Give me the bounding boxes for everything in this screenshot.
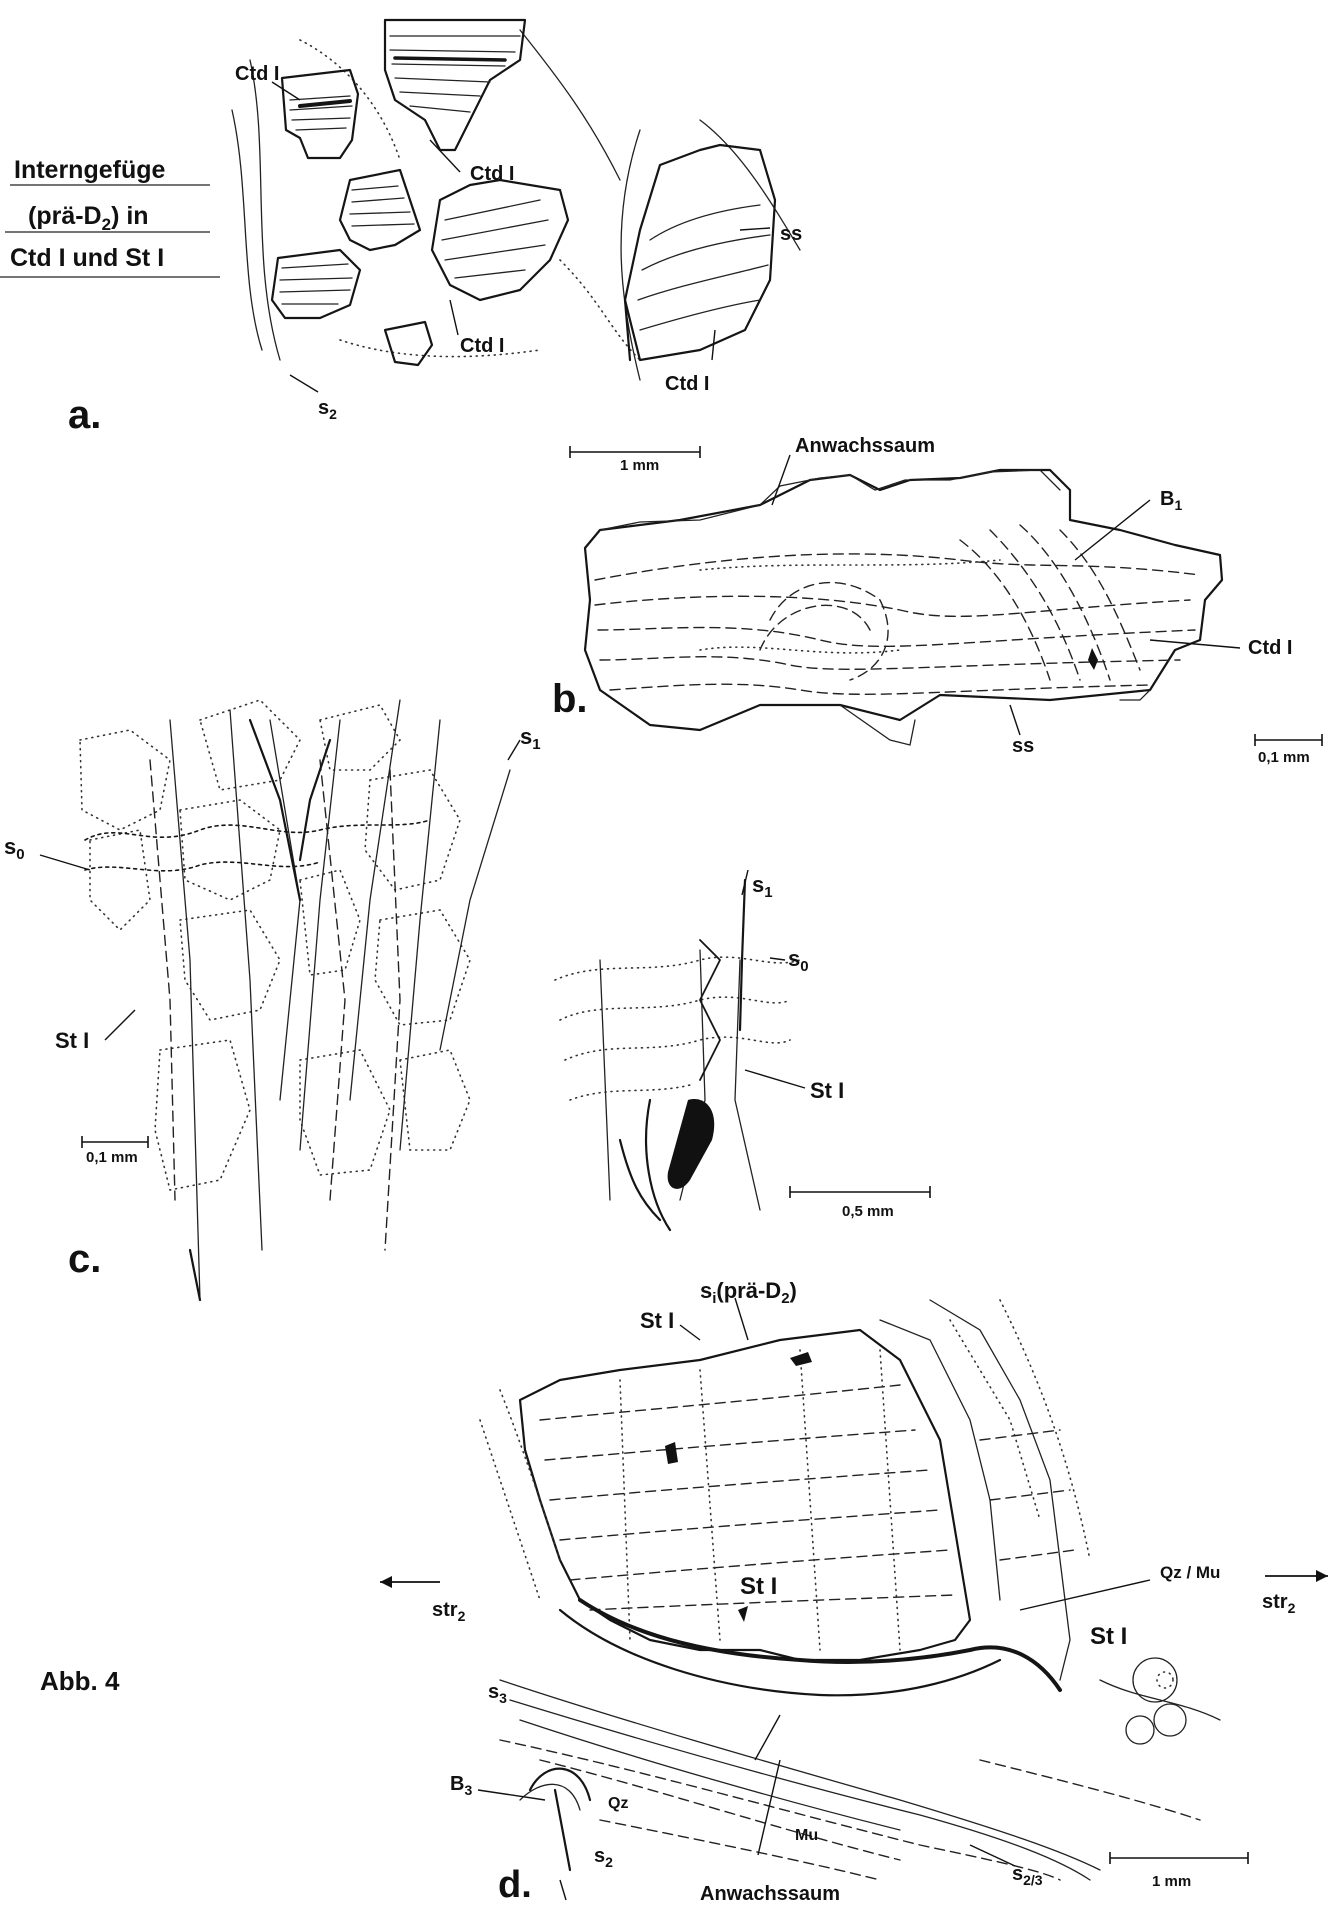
scale-b-top: 1 mm — [620, 457, 659, 474]
label-ctd-b: Ctd I — [1248, 637, 1292, 659]
ctd-grain-a5 — [432, 180, 568, 300]
label-qz: Qz — [608, 1795, 628, 1812]
panel-d: si(prä-D2) St I St I St I Qz / Mu str2 s… — [380, 1278, 1328, 1905]
scale-c-right: 0,5 mm — [842, 1203, 894, 1220]
label-anwachssaum-b: Anwachssaum — [795, 435, 935, 457]
label-s3: s3 — [488, 1681, 507, 1706]
panel-b: 1 mm Anwachssaum B1 Ctd I ss — [552, 435, 1322, 766]
label-str2-right: str2 — [1262, 1591, 1296, 1616]
panel-c-right: s1 s0 St I 0,5 mm — [555, 870, 930, 1230]
label-b1: B1 — [1160, 488, 1182, 513]
label-s2-a: s2 — [318, 397, 337, 422]
label-ss-b: ss — [1012, 735, 1034, 757]
label-ctd-a4: Ctd I — [665, 373, 709, 395]
label-ctd-a1: Ctd I — [235, 63, 279, 85]
label-si-pra-d2: si(prä-D2) — [700, 1278, 797, 1307]
ctd-grain-a3 — [340, 170, 420, 250]
scale-c-left: 0,1 mm — [86, 1149, 138, 1166]
label-s2-d: s2 — [594, 1845, 613, 1870]
label-anwachssaum-d: Anwachssaum — [700, 1883, 840, 1905]
opaque-inclusion — [668, 1099, 715, 1189]
caption-line-2: (prä-D2) in — [28, 202, 149, 234]
label-str2-left: str2 — [432, 1599, 466, 1624]
label-ss-a: ss — [780, 223, 802, 245]
panel-letter-c: c. — [68, 1237, 101, 1281]
label-ctd-a2: Ctd I — [470, 163, 514, 185]
label-st-d-top: St I — [640, 1308, 674, 1333]
ctd-grain-a4 — [272, 250, 360, 318]
label-s0-c-left: s0 — [4, 834, 25, 863]
panel-letter-b: b. — [552, 677, 588, 721]
label-st-d-center: St I — [740, 1573, 777, 1600]
panel-c-left: s1 s0 St I 0,1 mm c. — [4, 700, 541, 1300]
panel-letter-d: d. — [498, 1866, 532, 1904]
ctd-grain-a1 — [282, 70, 358, 158]
label-b3: B3 — [450, 1773, 472, 1798]
label-s1-c-right: s1 — [752, 872, 773, 901]
ctd-grain-a6 — [385, 322, 432, 365]
panel-letter-a: a. — [68, 393, 101, 437]
label-s23: s2/3 — [1012, 1863, 1043, 1888]
label-s0-c-right: s0 — [788, 946, 809, 975]
ctd-grain-a2 — [385, 20, 525, 150]
label-mu: Mu — [795, 1827, 818, 1844]
scale-b-bottom: 0,1 mm — [1258, 749, 1310, 766]
panel-a: Interngefüge (prä-D2) in Ctd I und St I … — [0, 20, 802, 437]
ctd-grain-b — [585, 470, 1222, 730]
scale-d: 1 mm — [1152, 1873, 1191, 1890]
caption-line-1: Interngefüge — [14, 156, 165, 184]
label-st-d-right: St I — [1090, 1623, 1127, 1650]
label-st-c-left: St I — [55, 1028, 89, 1053]
caption-line-3: Ctd I und St I — [10, 244, 164, 272]
label-st-c-right: St I — [810, 1078, 844, 1103]
label-s1-c-left: s1 — [520, 724, 541, 753]
label-qz-mu: Qz / Mu — [1160, 1563, 1220, 1582]
figure-label: Abb. 4 — [40, 1666, 120, 1696]
label-ctd-a3: Ctd I — [460, 335, 504, 357]
